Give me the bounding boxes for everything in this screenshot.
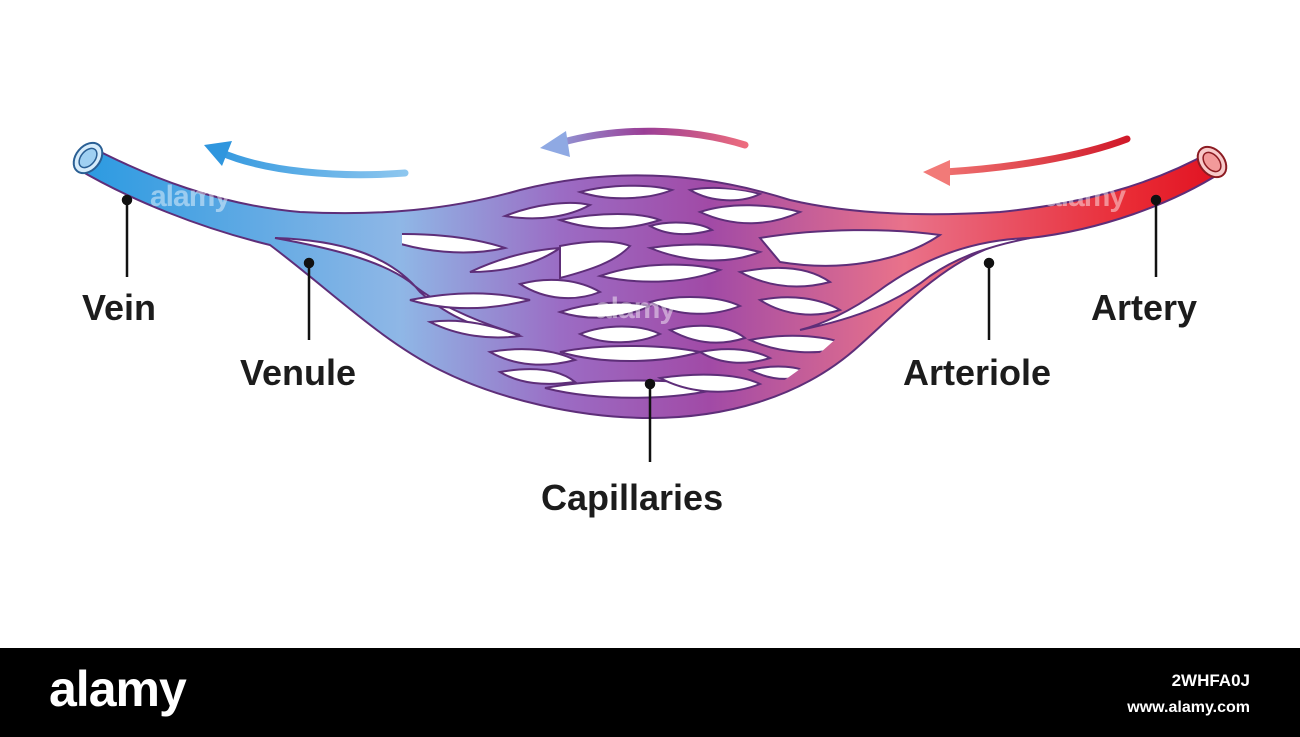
brand-logo[interactable]: alamy [49,661,187,717]
venule-label: Venule [240,352,357,393]
watermark: alamy [150,180,231,213]
capillaries-label: Capillaries [541,477,724,518]
diagram-stage: alamy alamy alamy Vein Venule Capillarie… [72,127,1228,518]
artery-opening [1196,145,1228,179]
vein-leader-dot [121,194,133,206]
arrow-head-icon [923,160,950,186]
artery-leader-dot [1150,194,1162,206]
blood-vessel-diagram [72,127,1228,462]
arteriole-leader-dot [983,257,995,269]
image-id: 2WHFA0J [1171,671,1250,690]
flow-arrow-right [923,135,1131,186]
footer-bar: alamy 2WHFA0J www.alamy.com [0,648,1300,737]
flow-arrow-middle [540,127,749,157]
arrow-head-icon [204,141,232,166]
footer-url[interactable]: www.alamy.com [1127,699,1250,716]
arrow-head-icon [540,131,570,157]
venule-leader-dot [303,257,315,269]
arteriole-label: Arteriole [903,352,1052,393]
vein-label: Vein [82,287,157,328]
capillary-network [402,184,943,399]
watermark: alamy [595,292,676,325]
artery-label: Artery [1091,287,1198,328]
leader-lines [121,194,1162,462]
vein-opening [72,141,104,175]
flow-arrow-left [204,141,409,179]
watermark: alamy [1045,180,1126,213]
capillaries-leader-dot [644,378,656,390]
